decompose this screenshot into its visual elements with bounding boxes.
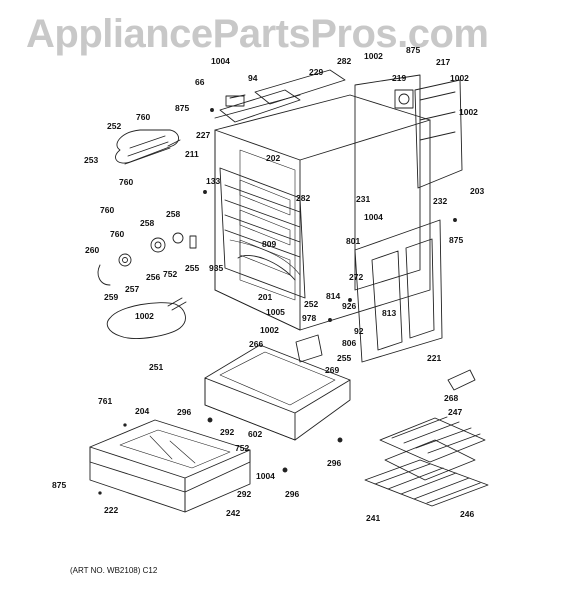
part-label: 1004 (256, 471, 275, 481)
part-label: 875 (406, 45, 421, 55)
part-label: 252 (107, 121, 122, 131)
part-label: 258 (166, 209, 181, 219)
part-label: 809 (262, 239, 277, 249)
part-label: 801 (346, 236, 361, 246)
part-label: 247 (448, 407, 463, 417)
part-label: 1005 (266, 307, 285, 317)
art-number-caption: (ART NO. WB2108) C12 (70, 566, 158, 575)
part-label: 282 (296, 193, 311, 203)
part-label: 222 (104, 505, 119, 515)
part-label: 1004 (364, 212, 383, 222)
part-label: 258 (140, 218, 155, 228)
broiler-pan-rack (379, 416, 486, 481)
part-label: 201 (258, 292, 273, 302)
part-label: 978 (302, 313, 317, 323)
storage-drawer (89, 419, 251, 513)
part-label: 602 (248, 429, 263, 439)
part-label: 257 (125, 284, 140, 294)
oven-cavity-housing (214, 94, 431, 331)
part-label: 269 (325, 365, 340, 375)
right-side-panel (414, 79, 463, 189)
part-label: 296 (285, 489, 300, 499)
part-label: 935 (209, 263, 224, 273)
watermark-logo: AppliancePartsPros.com (26, 12, 489, 56)
broil-element (115, 129, 181, 165)
part-label: 94 (248, 73, 258, 83)
part-label: 246 (460, 509, 475, 519)
part-label: 272 (349, 272, 364, 282)
part-label: 92 (354, 326, 364, 336)
part-label: 292 (237, 489, 252, 499)
part-label: 1002 (364, 51, 383, 61)
oven-door (354, 219, 443, 363)
knob-assemblies (97, 232, 197, 286)
part-label: 268 (444, 393, 459, 403)
part-label: 814 (326, 291, 341, 301)
part-label: 232 (433, 196, 448, 206)
part-label: 813 (382, 308, 397, 318)
part-label: 217 (436, 57, 451, 67)
part-label: 259 (104, 292, 119, 302)
part-label: 282 (337, 56, 352, 66)
part-label: 1004 (211, 56, 230, 66)
part-label: 255 (185, 263, 200, 273)
part-label: 875 (449, 235, 464, 245)
part-label: 227 (196, 130, 211, 140)
part-label: 211 (185, 149, 199, 159)
part-label: 253 (84, 155, 99, 165)
small-hardware (98, 108, 457, 495)
part-label: 806 (342, 338, 357, 348)
part-label: 133 (206, 176, 221, 186)
part-label: 255 (337, 353, 352, 363)
part-label: 760 (136, 112, 151, 122)
latch-assembly (295, 334, 323, 363)
part-label: 1002 (135, 311, 154, 321)
drawer-frame (204, 344, 351, 441)
part-label: 292 (220, 427, 235, 437)
part-label: 251 (149, 362, 164, 372)
part-label: 266 (249, 339, 264, 349)
part-label: 1002 (260, 325, 279, 335)
oven-rack (364, 459, 489, 507)
part-label: 229 (309, 67, 324, 77)
bake-element (106, 297, 187, 339)
part-label: 1002 (450, 73, 469, 83)
part-label: 203 (470, 186, 485, 196)
part-label: 296 (327, 458, 342, 468)
part-label: 752 (235, 443, 250, 453)
rear-panel (354, 74, 421, 291)
part-label: 204 (135, 406, 150, 416)
part-label: 66 (195, 77, 205, 87)
part-label: 252 (304, 299, 319, 309)
part-label: 760 (100, 205, 115, 215)
part-label: 760 (110, 229, 125, 239)
part-label: 231 (356, 194, 371, 204)
part-label: 242 (226, 508, 241, 518)
part-label: 219 (392, 73, 407, 83)
part-label: 875 (175, 103, 190, 113)
broiler-pan-insert (447, 369, 476, 391)
part-label: 296 (177, 407, 192, 417)
part-label: 256 (146, 272, 161, 282)
top-frame-rails (214, 69, 346, 123)
part-label: 221 (427, 353, 442, 363)
part-label: 752 (163, 269, 178, 279)
part-label: 202 (266, 153, 281, 163)
part-label: 760 (119, 177, 134, 187)
oven-liner (219, 167, 306, 299)
part-label: 926 (342, 301, 357, 311)
part-label: 761 (98, 396, 113, 406)
part-label: 260 (85, 245, 100, 255)
part-label: 241 (366, 513, 381, 523)
part-label: 1002 (459, 107, 478, 117)
part-label: 875 (52, 480, 67, 490)
